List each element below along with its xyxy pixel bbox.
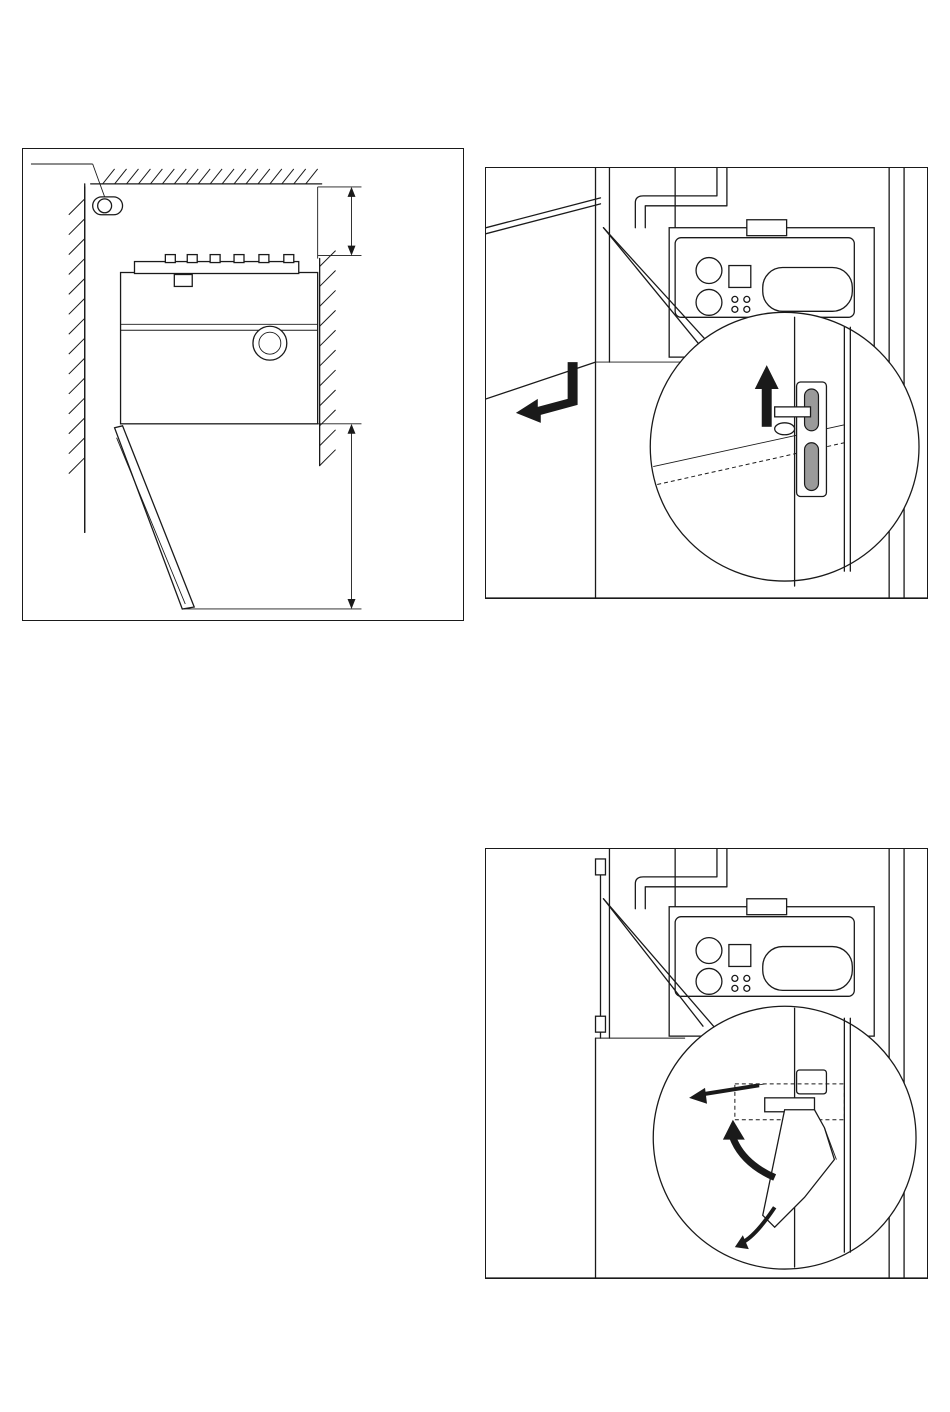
- magnifier-circle-icon: [653, 1006, 916, 1269]
- boiler-unit-icon: [121, 255, 318, 424]
- remove-cover-diagram: [486, 849, 927, 1278]
- remove-cover-figure: [485, 848, 928, 1279]
- front-cover-icon: [115, 426, 195, 609]
- left-wall-hatch-icon: [69, 184, 85, 532]
- top-wall-hatch-icon: [91, 169, 322, 184]
- magnifier-circle-icon: [650, 312, 919, 586]
- lift-tab-diagram: [486, 168, 927, 598]
- clearance-figure: [22, 148, 464, 621]
- lift-tab-figure: [485, 167, 928, 599]
- bent-arrow-icon: [516, 362, 578, 423]
- clearance-diagram: [23, 149, 463, 620]
- right-wall-hatch-icon: [320, 251, 336, 466]
